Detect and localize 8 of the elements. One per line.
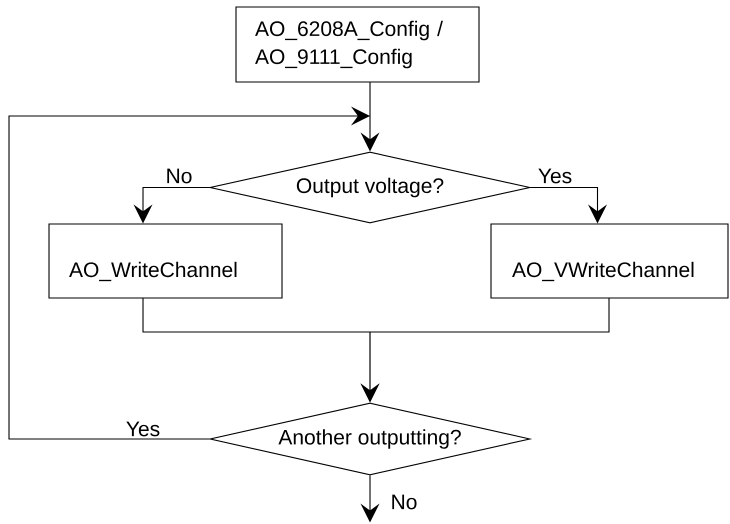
flow-arrow: [8, 106, 370, 440]
process-box: AO_VWriteChannel: [490, 223, 729, 299]
process-box: AO_WriteChannel: [48, 223, 283, 299]
edge-label: No: [164, 168, 194, 184]
edge-label: Yes: [124, 420, 162, 438]
edge-label: No: [390, 494, 418, 510]
edge-label: Yes: [536, 168, 574, 184]
process-box: AO_6208A_Config / AO_9111_Config: [235, 6, 480, 83]
